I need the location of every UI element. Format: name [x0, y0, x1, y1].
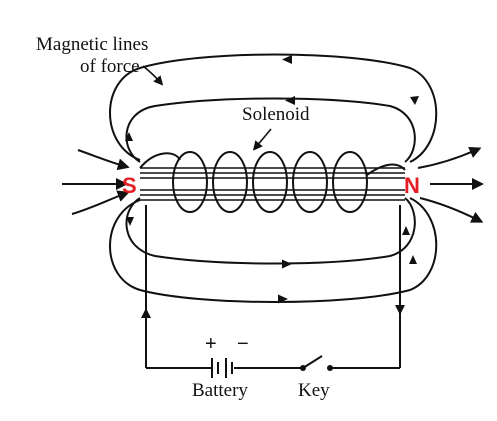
- inner-bottom-arrow: [282, 259, 292, 269]
- magnetic-lines-label-line1: Magnetic lines: [36, 34, 148, 55]
- current-up-arrow: [141, 308, 151, 318]
- magnetic-lines-pointer: [142, 65, 164, 86]
- inner-top-arrow: [285, 96, 295, 105]
- current-down-arrow: [395, 305, 405, 315]
- battery-minus-label: −: [237, 333, 249, 355]
- outer-top-loop: [109, 53, 438, 163]
- outer-bottom-arrow: [278, 294, 288, 304]
- upper-field-lines: [109, 53, 438, 163]
- left-incoming-lines: [62, 149, 130, 215]
- south-pole-label: S: [122, 173, 137, 198]
- north-pole-label: N: [404, 173, 420, 198]
- battery-symbol: [211, 358, 233, 378]
- battery-plus-label: +: [205, 333, 217, 355]
- magnetic-lines-label-line2: of force: [80, 56, 140, 77]
- core-field-lines: [140, 167, 405, 201]
- key-label: Key: [298, 380, 330, 401]
- outer-top-arrow: [282, 55, 292, 64]
- outer-left-arrow: [125, 132, 133, 141]
- lower-field-lines: [109, 197, 438, 304]
- solenoid-coil: [139, 151, 406, 213]
- inner-top-loop: [125, 97, 416, 163]
- outer-bottom-loop: [109, 197, 438, 303]
- outer-right-bottom-arrow: [409, 255, 417, 264]
- inner-right-arrow: [402, 226, 410, 235]
- solenoid-label: Solenoid: [242, 104, 310, 125]
- inner-left-arrow: [126, 217, 134, 226]
- battery-label: Battery: [192, 380, 248, 401]
- key-switch: [300, 355, 333, 371]
- right-outgoing-lines: [417, 146, 484, 223]
- solenoid-pointer: [252, 128, 272, 151]
- circuit: [141, 205, 405, 369]
- outer-right-arrow: [410, 96, 419, 105]
- inner-bottom-loop: [125, 197, 416, 265]
